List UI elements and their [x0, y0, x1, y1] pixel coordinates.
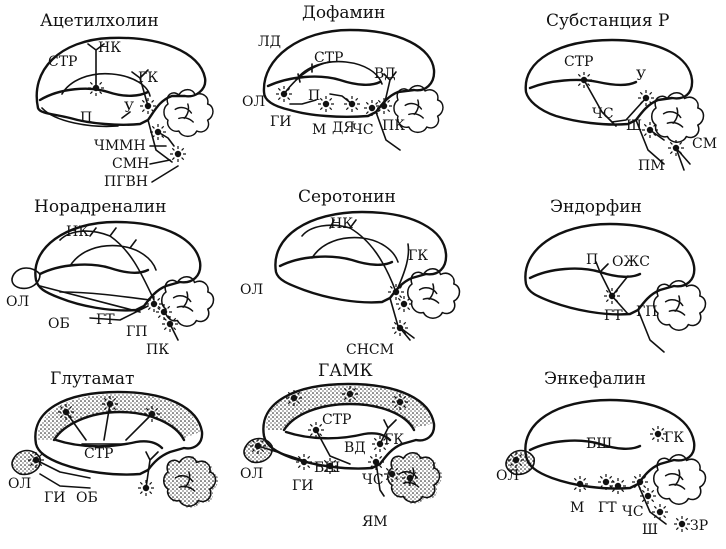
label-smn: СМН	[112, 156, 149, 172]
label-ol: ОЛ	[6, 294, 29, 310]
panel-title: Глутамат	[50, 369, 134, 389]
label-u: У	[636, 68, 646, 84]
panel-endorphin: Эндорфин П ОЖС ГТ ГП	[524, 197, 707, 353]
label-m: М	[570, 500, 584, 516]
label-p: П	[586, 252, 598, 268]
label-vd: ВД	[374, 66, 396, 82]
panel-noradrenaline: Норадреналин НК ОЛ ОБ ГТ ГП ПК	[6, 197, 215, 358]
label-chs: ЧС	[592, 106, 614, 122]
label-ld: ЛД	[258, 34, 281, 50]
panel-title: Ацетилхолин	[40, 11, 159, 31]
label-p: П	[308, 88, 320, 104]
label-ol: ОЛ	[496, 468, 519, 484]
label-gi: ГИ	[270, 114, 291, 130]
label-bsh: БШ	[314, 460, 340, 476]
label-str: СТР	[314, 50, 343, 66]
label-chs: ЧС	[352, 122, 374, 138]
label-gt: ГТ	[598, 500, 617, 516]
label-yam: ЯМ	[362, 514, 388, 530]
label-gk: ГК	[384, 432, 404, 448]
label-ozhs: ОЖС	[612, 254, 650, 270]
label-sh: Ш	[642, 522, 658, 538]
label-nk: НК	[98, 40, 121, 56]
panel-title: Серотонин	[298, 187, 396, 207]
panel-substance-p: Субстанция Р СТР У ЧС Ш СМ ПМ	[524, 11, 717, 174]
label-ol: ОЛ	[240, 282, 263, 298]
label-pk: ПК	[382, 118, 405, 134]
label-gi: ГИ	[292, 478, 313, 494]
label-nk: НК	[330, 216, 353, 232]
label-bsh: БШ	[586, 436, 612, 452]
panel-title: Субстанция Р	[546, 11, 669, 31]
label-pk: ПК	[146, 342, 169, 358]
label-nk: НК	[66, 224, 89, 240]
label-str: СТР	[48, 54, 77, 70]
label-gk: ГК	[664, 430, 684, 446]
label-sh: Ш	[626, 118, 642, 134]
panel-title: Эндорфин	[550, 197, 642, 217]
label-gk: ГК	[138, 70, 158, 86]
panel-serotonin: Серотонин НК ГК ОЛ СНСМ	[240, 187, 461, 358]
label-zr: ЗР	[690, 518, 708, 534]
label-gt: ГТ	[604, 308, 623, 324]
label-gp: ГП	[636, 304, 657, 320]
label-chmmn: ЧММН	[94, 138, 146, 154]
label-chs: ЧС	[622, 504, 644, 520]
panel-acetylcholine: Ацетилхолин НК СТР ГК У П ЧММН СМН ПГВН	[35, 11, 214, 190]
panel-enkephalin: Энкефалин ГК БШ ОЛ М ГТ ЧС Ш ЗР	[496, 369, 708, 538]
label-gi: ГИ	[44, 490, 65, 506]
label-gp: ГП	[126, 324, 147, 340]
label-pm: ПМ	[638, 158, 665, 174]
label-vd: ВД	[344, 440, 366, 456]
label-pgvn: ПГВН	[104, 174, 148, 190]
label-chs: ЧС	[362, 472, 384, 488]
label-ob: ОБ	[48, 316, 70, 332]
panel-title: Норадреналин	[34, 197, 166, 217]
label-u: У	[124, 100, 134, 116]
panel-title: Энкефалин	[544, 369, 646, 389]
label-gt: ГТ	[96, 312, 115, 328]
label-ol: ОЛ	[240, 466, 263, 482]
label-ol: ОЛ	[8, 476, 31, 492]
label-snsm: СНСМ	[346, 342, 394, 358]
label-ol: ОЛ	[242, 94, 265, 110]
panel-gaba: ГАМК СТР ВД ГК БШ ОЛ ГИ ЧС ЯМ	[240, 361, 442, 530]
label-str: СТР	[84, 446, 113, 462]
panel-title: Дофамин	[302, 3, 385, 23]
label-str: СТР	[564, 54, 593, 70]
panel-title: ГАМК	[318, 361, 373, 381]
label-ob: ОБ	[76, 490, 98, 506]
label-m: М	[312, 122, 326, 138]
panel-dopamine: Дофамин ЛД СТР ВД ОЛ П ГИ М ДЯ ЧС ПК	[242, 3, 444, 151]
label-p: П	[80, 110, 92, 126]
label-sm: СМ	[692, 136, 717, 152]
label-gk: ГК	[408, 248, 428, 264]
label-str: СТР	[322, 412, 351, 428]
label-dya: ДЯ	[332, 120, 355, 136]
panel-glutamate: Глутамат СТР ОЛ ГИ ОБ	[8, 369, 218, 508]
